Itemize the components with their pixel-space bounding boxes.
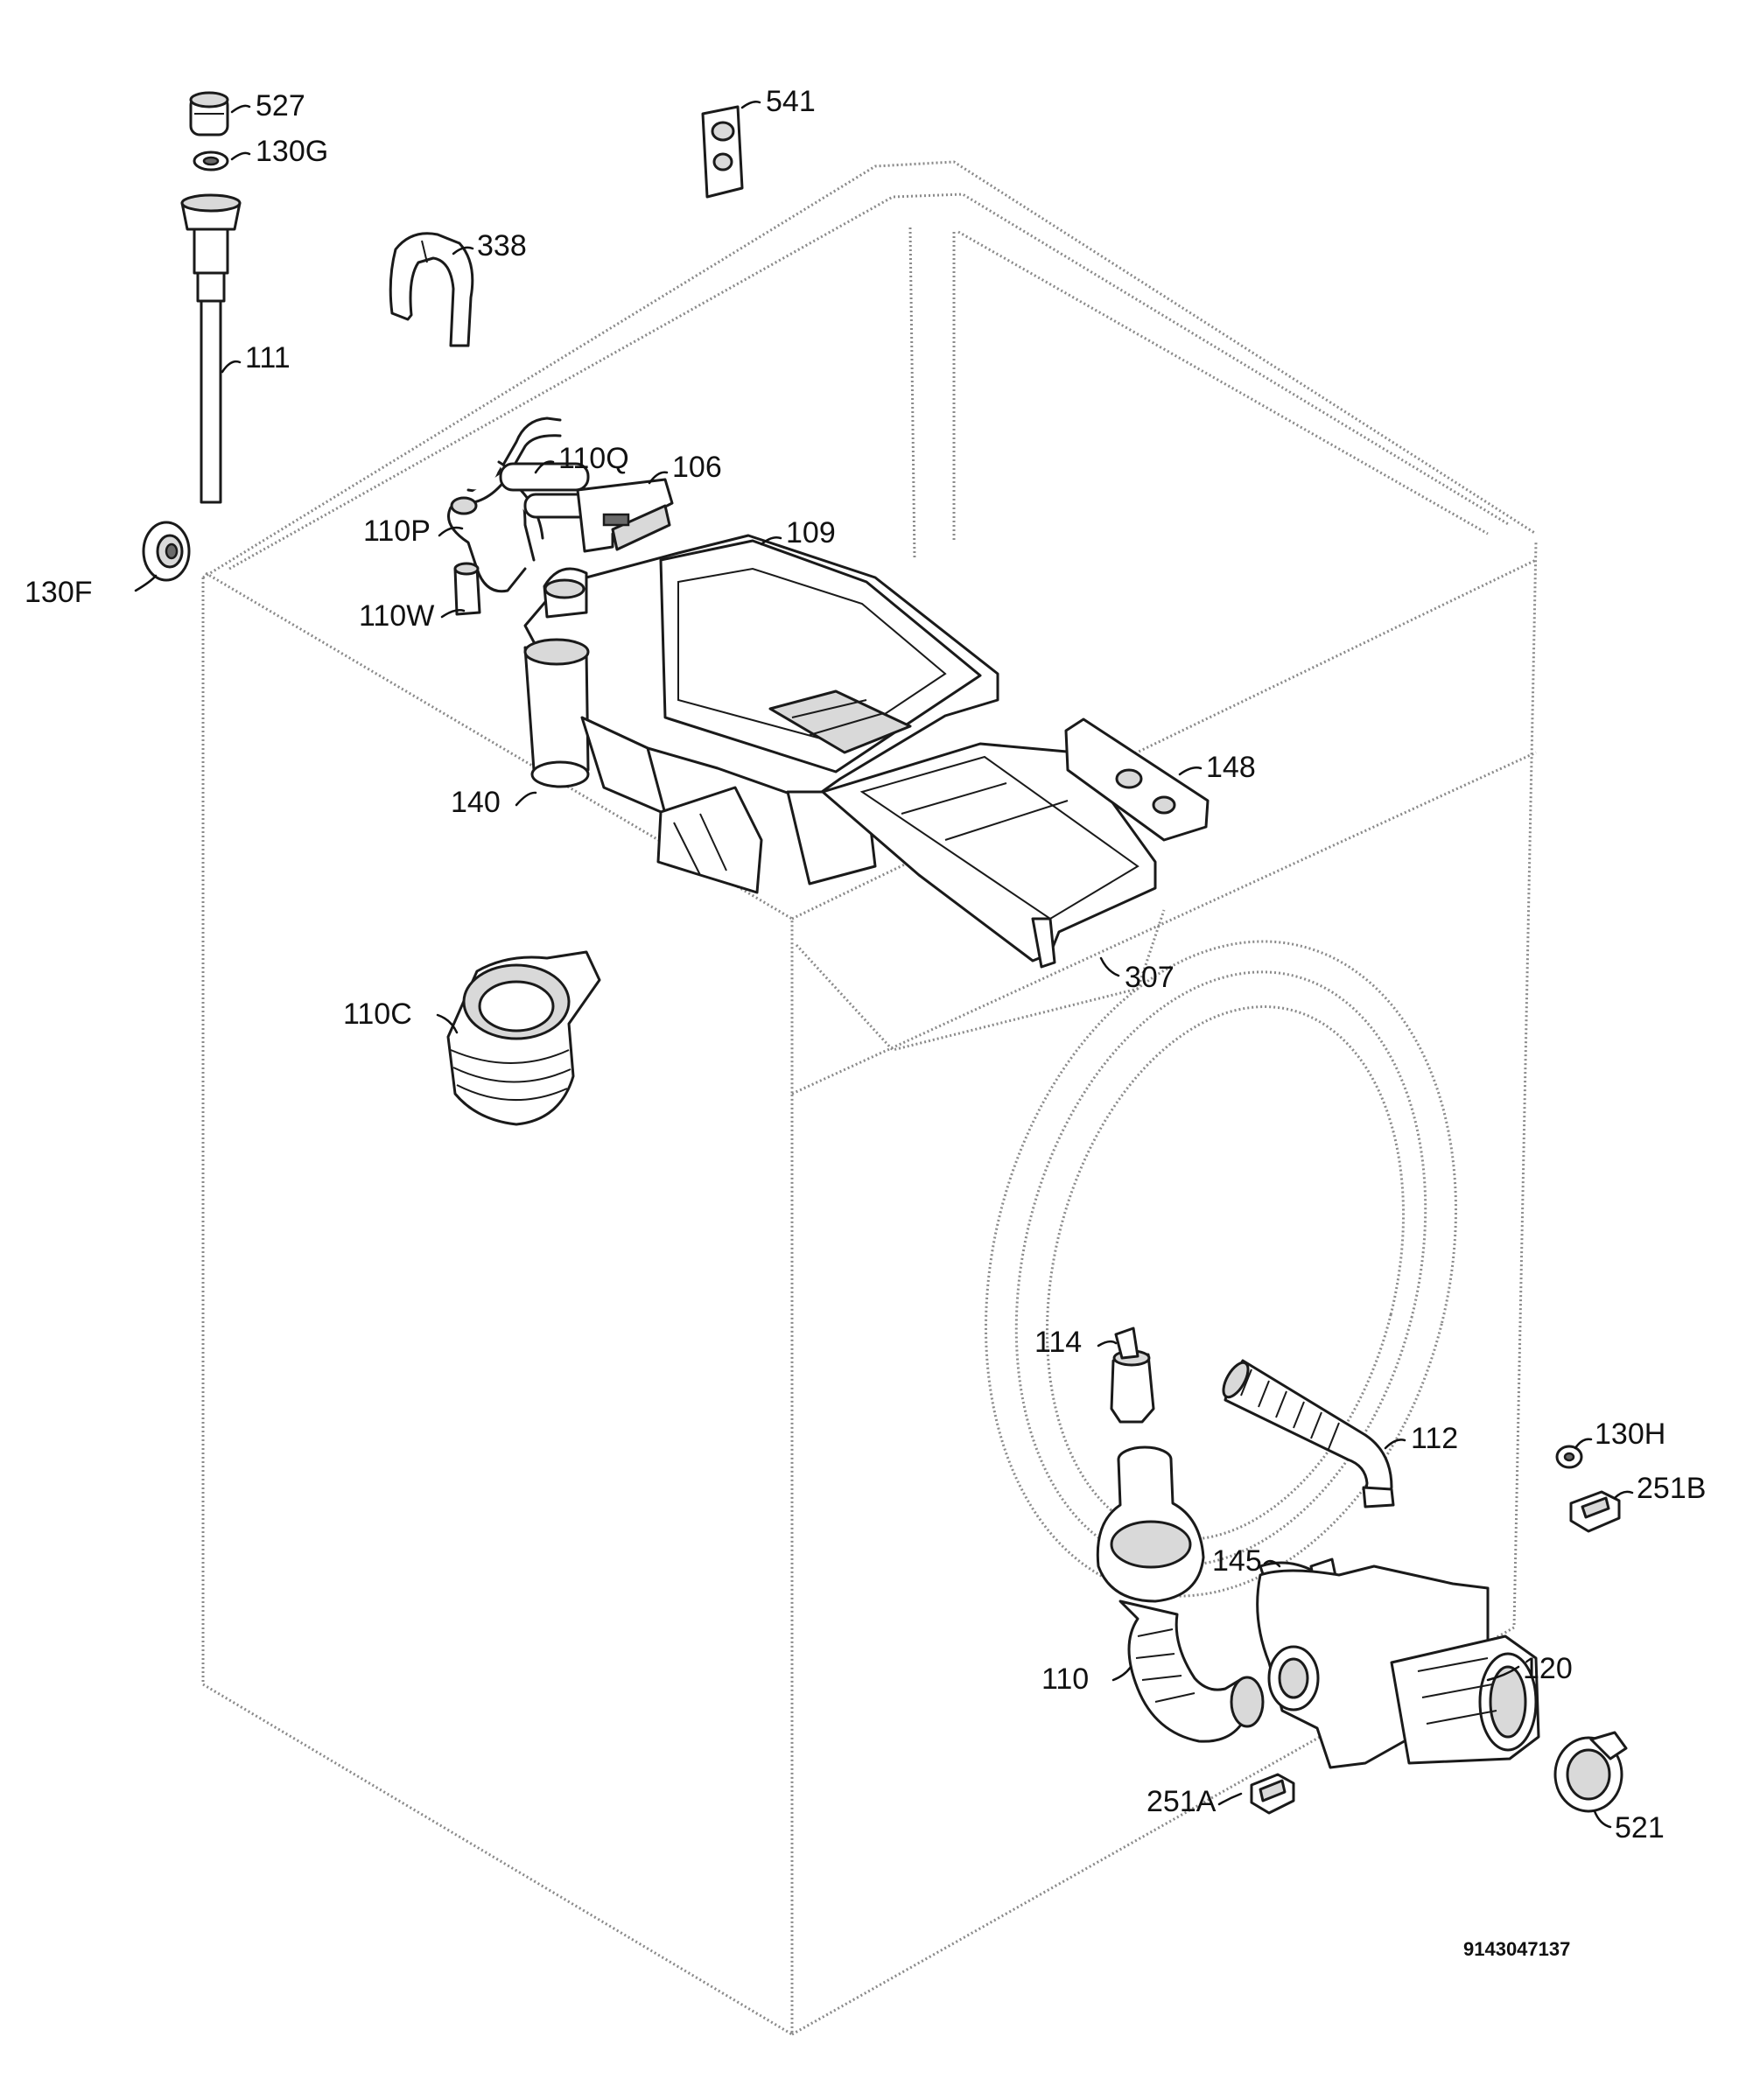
label-140: 140	[451, 786, 501, 819]
label-110Q: 110Q	[558, 442, 629, 475]
part-111-inlet-hose	[180, 193, 242, 504]
part-521-clamp	[1553, 1731, 1628, 1813]
label-145: 145	[1212, 1544, 1262, 1578]
label-110: 110	[1041, 1662, 1089, 1696]
drawing-code: 9143047137	[1463, 1938, 1570, 1960]
label-541: 541	[766, 85, 816, 118]
part-130H-nut	[1555, 1445, 1583, 1469]
label-307: 307	[1125, 961, 1175, 994]
part-541-bracket	[701, 105, 744, 199]
label-130H: 130H	[1595, 1418, 1665, 1451]
part-109-140-dispenser-housing	[523, 534, 999, 894]
part-110C-bellows	[446, 950, 601, 1126]
callout-labels: 527 130G 541 338 111 110Q 106 110P 109 1…	[25, 85, 1706, 1844]
label-110W: 110W	[359, 599, 434, 633]
label-111: 111	[245, 341, 291, 374]
part-114-sensor	[1110, 1326, 1155, 1424]
label-110P: 110P	[363, 514, 431, 548]
part-307-drawer	[821, 742, 1157, 969]
part-106-valve	[576, 478, 674, 553]
label-251A: 251A	[1146, 1785, 1217, 1818]
label-114: 114	[1034, 1326, 1082, 1359]
label-106: 106	[672, 451, 722, 484]
label-521: 521	[1615, 1811, 1665, 1844]
part-251B-clip	[1569, 1490, 1621, 1533]
leader-lines	[134, 101, 1634, 1829]
part-338-clip	[389, 232, 474, 347]
label-148: 148	[1206, 751, 1256, 784]
part-112-corrugated-hose	[1222, 1359, 1395, 1508]
part-251A-clip	[1250, 1773, 1295, 1815]
label-110C: 110C	[343, 998, 412, 1031]
part-110-sump-hose	[1096, 1446, 1265, 1743]
label-130F: 130F	[25, 576, 93, 609]
cabinet-outline	[201, 160, 1538, 2036]
label-112: 112	[1411, 1422, 1458, 1455]
label-130G: 130G	[256, 135, 328, 168]
label-120: 120	[1523, 1652, 1573, 1685]
part-527-cap	[189, 91, 229, 136]
part-130F-nut	[142, 521, 191, 582]
part-120-drain-pump	[1256, 1564, 1540, 1769]
part-130G-washer	[193, 150, 229, 172]
label-527: 527	[256, 89, 305, 122]
label-251B: 251B	[1637, 1472, 1706, 1505]
part-148-handle	[1064, 718, 1210, 842]
label-109: 109	[786, 516, 836, 550]
label-338: 338	[477, 229, 527, 262]
